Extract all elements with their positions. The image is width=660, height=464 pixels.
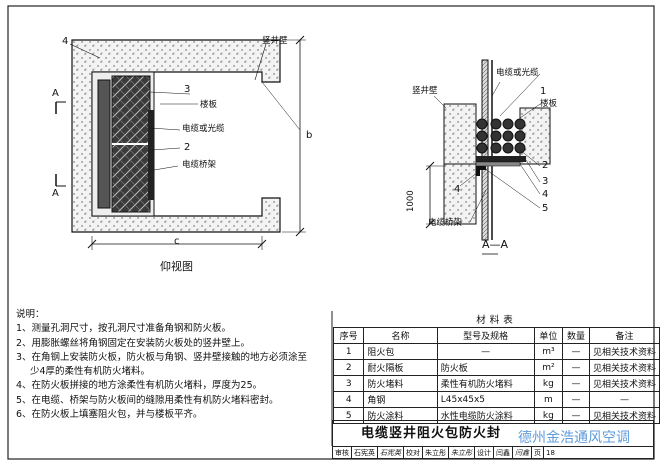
cell: m³ bbox=[533, 343, 564, 360]
tb-cell: 审核 bbox=[333, 447, 352, 458]
cell: 水性电缆防火涂料 bbox=[436, 407, 535, 424]
cell: 3 bbox=[332, 375, 365, 392]
cell: 见相关技术资料 bbox=[588, 343, 660, 360]
section-marker-5: 5 bbox=[542, 203, 549, 214]
tb-cell: 设计 bbox=[475, 447, 494, 458]
notes-heading: 说明： bbox=[16, 309, 45, 320]
plan-dim-c: c bbox=[174, 236, 180, 247]
col-header: 备注 bbox=[588, 327, 660, 344]
material-table-caption: 材料表 bbox=[333, 311, 660, 328]
cell: kg bbox=[533, 375, 564, 392]
table-row: 4 角钢 L45x45x5 m — — bbox=[332, 391, 660, 408]
cell: 防火涂料 bbox=[363, 407, 438, 424]
cell: 防火板 bbox=[436, 359, 535, 376]
title-block-signatures: 审核 石宪英 石宪英 校对 朱立彤 朱立彤 设计 闫鑫 闫鑫 页 18 bbox=[332, 446, 654, 459]
cell: 见相关技术资料 bbox=[588, 359, 660, 376]
table-row: 5 防火涂料 水性电缆防火涂料 kg — 见相关技术资料 bbox=[332, 407, 660, 424]
plan-view-title: 仰视图 bbox=[160, 260, 193, 273]
plan-section-a-left: A bbox=[52, 88, 59, 99]
section-marker-1: 1 bbox=[540, 86, 547, 97]
cell: 2 bbox=[332, 359, 365, 376]
section-label-shaft-wall: 竖井壁 bbox=[412, 86, 438, 96]
cell: — bbox=[436, 343, 535, 360]
col-header: 型号及规格 bbox=[436, 327, 535, 344]
plan-section-a-right: A bbox=[52, 188, 59, 199]
section-view bbox=[425, 59, 551, 255]
section-angle-steel bbox=[476, 166, 486, 176]
note-item: 6、在防火板上填塞阻火包，并与楼板平齐。 bbox=[16, 409, 203, 421]
notes: 说明： 1、测量孔洞尺寸，按孔洞尺寸准备角钢和防火板。 2、用膨胀螺丝将角钢固定… bbox=[16, 308, 334, 422]
tb-cell: 校对 bbox=[404, 447, 423, 458]
watermark: 德州金浩通风空调 bbox=[518, 430, 630, 446]
drawing-title: 电缆竖井阻火包防火封 bbox=[332, 420, 654, 446]
cell: 5 bbox=[332, 407, 365, 424]
plan-marker-3: 3 bbox=[184, 84, 191, 95]
drawing-frame bbox=[7, 5, 655, 460]
material-table: 材料表 序号 名称 型号及规格 单位 数量 备注 1 阻火包 — m³ — 见相… bbox=[332, 311, 660, 424]
cell: 见相关技术资料 bbox=[588, 407, 660, 424]
cell: 阻火包 bbox=[363, 343, 438, 360]
cell: — bbox=[562, 375, 590, 392]
section-label-cable: 电缆或光缆 bbox=[496, 68, 539, 78]
section-view-title: A—A bbox=[482, 238, 509, 251]
cell: — bbox=[562, 359, 590, 376]
cable-tray-plan bbox=[148, 110, 154, 200]
col-header: 数量 bbox=[562, 327, 590, 344]
plan-dim-b: b bbox=[306, 130, 313, 141]
section-fire-bags bbox=[476, 118, 526, 154]
section-marker-4: 4 bbox=[454, 184, 461, 195]
note-item: 4、在防火板拼接的地方涂柔性有机防火堵料，厚度为25。 bbox=[16, 380, 263, 392]
plan-label-cable: 电缆或光缆 bbox=[182, 124, 225, 134]
section-marker-2: 2 bbox=[542, 160, 549, 171]
tb-cell: 朱立彤 bbox=[423, 447, 449, 458]
cell: — bbox=[562, 343, 590, 360]
section-label-tray: 电缆桥架 bbox=[428, 218, 463, 228]
note-item: 少4厚的柔性有机防火堵料。 bbox=[30, 366, 151, 378]
cell: 柔性有机防火堵料 bbox=[436, 375, 535, 392]
section-shaft-wall bbox=[443, 103, 477, 165]
cell: — bbox=[562, 391, 590, 408]
plan-label-shaft-wall: 竖井壁 bbox=[262, 36, 288, 46]
cell: L45x45x5 bbox=[436, 391, 535, 408]
cell: 1 bbox=[332, 343, 365, 360]
tb-cell: 石宪英 bbox=[352, 447, 378, 458]
plan-view bbox=[55, 35, 306, 250]
note-item: 1、测量孔洞尺寸，按孔洞尺寸准备角钢和防火板。 bbox=[16, 323, 232, 335]
tb-signature: 石宪英 bbox=[378, 447, 404, 458]
plan-label-tray: 电缆桥架 bbox=[182, 160, 217, 170]
tb-signature: 朱立彤 bbox=[449, 447, 475, 458]
table-row: 2 耐火隔板 防火板 m² — 见相关技术资料 bbox=[332, 359, 660, 376]
plan-marker-4: 4 bbox=[62, 36, 69, 47]
cell: 4 bbox=[332, 391, 365, 408]
plan-label-floor: 楼板 bbox=[200, 100, 218, 110]
table-row: 1 阻火包 — m³ — 见相关技术资料 bbox=[332, 343, 660, 360]
col-header: 序号 bbox=[332, 327, 365, 344]
tb-page-number: 18 bbox=[546, 449, 555, 457]
cell: 角钢 bbox=[363, 391, 438, 408]
cell: 防火堵料 bbox=[363, 375, 438, 392]
tb-cell: 页 bbox=[532, 447, 544, 458]
section-marker-4b: 4 bbox=[542, 189, 549, 200]
note-item: 5、在电缆、桥架与防火板间的缝隙用柔性有机防火堵料密封。 bbox=[16, 394, 279, 406]
fire-bags bbox=[97, 75, 151, 213]
section-fire-board bbox=[476, 156, 526, 162]
col-header: 单位 bbox=[533, 327, 564, 344]
tb-signature: 闫鑫 bbox=[513, 447, 532, 458]
col-header: 名称 bbox=[363, 327, 438, 344]
cell: m² bbox=[533, 359, 564, 376]
cell: 耐火隔板 bbox=[363, 359, 438, 376]
cell: 见相关技术资料 bbox=[588, 375, 660, 392]
tb-cell: 闫鑫 bbox=[494, 447, 513, 458]
section-marker-3: 3 bbox=[542, 176, 549, 187]
cell: — bbox=[588, 391, 660, 408]
table-row: 3 防火堵料 柔性有机防火堵料 kg — 见相关技术资料 bbox=[332, 375, 660, 392]
note-item: 2、用膨胀螺丝将角钢固定在安装防火板处的竖井壁上。 bbox=[16, 337, 251, 349]
plan-marker-2: 2 bbox=[184, 142, 191, 153]
cell: m bbox=[533, 391, 564, 408]
note-item: 3、在角钢上安装防火板，防火板与角钢、竖井壁接触的地方必须涂至 bbox=[16, 351, 308, 363]
section-dim-1000: 1000 bbox=[406, 190, 416, 212]
section-label-floor: 楼板 bbox=[540, 99, 558, 109]
